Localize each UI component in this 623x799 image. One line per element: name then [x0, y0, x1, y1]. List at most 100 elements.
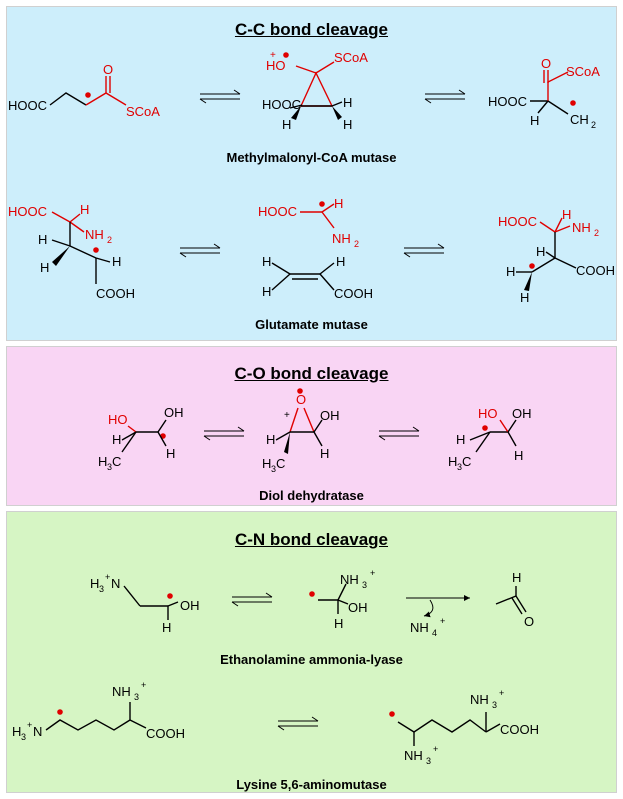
- equilibrium-arrow: [277, 716, 319, 731]
- svg-text:C: C: [276, 456, 285, 471]
- enzyme-diol-dehydratase: Diol dehydratase: [259, 488, 364, 503]
- svg-text:+: +: [141, 680, 146, 690]
- equilibrium-arrow: [231, 592, 273, 607]
- svg-text:COOH: COOH: [576, 263, 615, 278]
- svg-text:HO: HO: [478, 406, 498, 421]
- svg-text:H: H: [282, 117, 291, 132]
- svg-text:2: 2: [594, 228, 599, 238]
- svg-text:H: H: [334, 196, 343, 211]
- svg-text:HOOC: HOOC: [498, 214, 537, 229]
- svg-text:H: H: [266, 432, 275, 447]
- svg-text:OH: OH: [164, 405, 184, 420]
- radical-dot: [57, 709, 63, 715]
- equilibrium-arrow: [378, 426, 420, 441]
- glycyl-radical-and-acrylate: HOOC H NH 2 H H H COOH: [258, 196, 373, 301]
- co-section-title: C-O bond cleavage: [234, 364, 389, 383]
- cc-cleavage-panel: [6, 6, 617, 341]
- svg-text:HO: HO: [108, 412, 128, 427]
- svg-text:3: 3: [426, 756, 431, 766]
- svg-text:N: N: [111, 576, 120, 591]
- svg-text:3: 3: [21, 732, 26, 742]
- radical-dot: [529, 263, 535, 269]
- equilibrium-arrow: [403, 243, 445, 258]
- svg-text:C: C: [462, 454, 471, 469]
- svg-text:+: +: [370, 568, 375, 578]
- svg-text:H: H: [262, 254, 271, 269]
- gem-diol-radical-structure: HO OH H H H 3 C: [448, 406, 532, 472]
- radical-dot: [570, 100, 576, 106]
- radical-dot: [482, 425, 488, 431]
- succinyl-coa-structure: HOOC O SCoA: [8, 62, 160, 119]
- radical-dot: [389, 711, 395, 717]
- svg-text:H: H: [456, 432, 465, 447]
- svg-text:+: +: [433, 744, 438, 754]
- svg-text:H: H: [112, 254, 121, 269]
- equilibrium-arrow: [203, 426, 245, 441]
- svg-text:O: O: [541, 56, 551, 71]
- svg-text:3: 3: [107, 462, 112, 472]
- equilibrium-arrow: [424, 89, 466, 104]
- radical-dot: [85, 92, 91, 98]
- svg-text:H: H: [12, 724, 21, 739]
- svg-text:H: H: [520, 290, 529, 305]
- svg-text:H: H: [506, 264, 515, 279]
- svg-text:HO: HO: [266, 58, 286, 73]
- svg-text:3: 3: [492, 700, 497, 710]
- svg-text:3: 3: [271, 464, 276, 474]
- svg-text:H: H: [514, 448, 523, 463]
- svg-text:H: H: [448, 454, 457, 469]
- svg-text:COOH: COOH: [334, 286, 373, 301]
- svg-text:SCoA: SCoA: [334, 50, 368, 65]
- svg-text:+: +: [105, 572, 110, 582]
- radical-dot: [297, 388, 303, 394]
- radical-dot: [309, 591, 315, 597]
- svg-text:H: H: [38, 232, 47, 247]
- svg-text:+: +: [27, 720, 32, 730]
- svg-text:+: +: [284, 410, 290, 421]
- svg-text:NH: NH: [572, 220, 591, 235]
- ammonium-elimination-arrow: NH 4 +: [406, 595, 470, 638]
- svg-text:H: H: [90, 576, 99, 591]
- cc-section-title: C-C bond cleavage: [234, 20, 389, 39]
- svg-text:3: 3: [457, 462, 462, 472]
- svg-text:COOH: COOH: [96, 286, 135, 301]
- svg-text:H: H: [262, 456, 271, 471]
- svg-text:SCoA: SCoA: [566, 64, 600, 79]
- cn-section-title: C-N bond cleavage: [234, 530, 389, 549]
- svg-text:COOH: COOH: [146, 726, 185, 741]
- svg-text:+: +: [440, 616, 445, 626]
- svg-text:OH: OH: [348, 600, 368, 615]
- svg-text:+: +: [499, 688, 504, 698]
- svg-text:O: O: [296, 392, 306, 407]
- svg-text:H: H: [262, 284, 271, 299]
- svg-text:H: H: [562, 207, 571, 222]
- svg-text:3: 3: [99, 584, 104, 594]
- acetaldehyde-structure: H O: [495, 570, 534, 629]
- svg-text:H: H: [320, 446, 329, 461]
- svg-text:H: H: [512, 570, 521, 585]
- svg-text:NH: NH: [410, 620, 429, 635]
- radical-dot: [167, 593, 173, 599]
- svg-text:H: H: [536, 244, 545, 259]
- cn-cleavage-panel: [6, 511, 617, 793]
- svg-text:H: H: [40, 260, 49, 275]
- svg-text:NH: NH: [340, 572, 359, 587]
- svg-text:COOH: COOH: [500, 722, 539, 737]
- svg-text:H: H: [80, 202, 89, 217]
- svg-text:2: 2: [591, 120, 596, 130]
- svg-text:H: H: [336, 254, 345, 269]
- diaminohexanoate-radical-structure: NH 3 + NH 3 + COOH: [389, 688, 539, 766]
- svg-text:NH: NH: [332, 231, 351, 246]
- svg-text:HOOC: HOOC: [258, 204, 297, 219]
- svg-text:O: O: [103, 62, 113, 77]
- svg-text:HOOC: HOOC: [488, 94, 527, 109]
- svg-text:H: H: [343, 95, 352, 110]
- svg-text:OH: OH: [320, 408, 340, 423]
- svg-text:NH: NH: [404, 748, 423, 763]
- svg-text:H: H: [343, 117, 352, 132]
- svg-text:C: C: [112, 454, 121, 469]
- carbinolamine-radical-structure: NH 3 + OH H: [309, 568, 375, 631]
- svg-text:HOOC: HOOC: [8, 204, 47, 219]
- svg-text:NH: NH: [470, 692, 489, 707]
